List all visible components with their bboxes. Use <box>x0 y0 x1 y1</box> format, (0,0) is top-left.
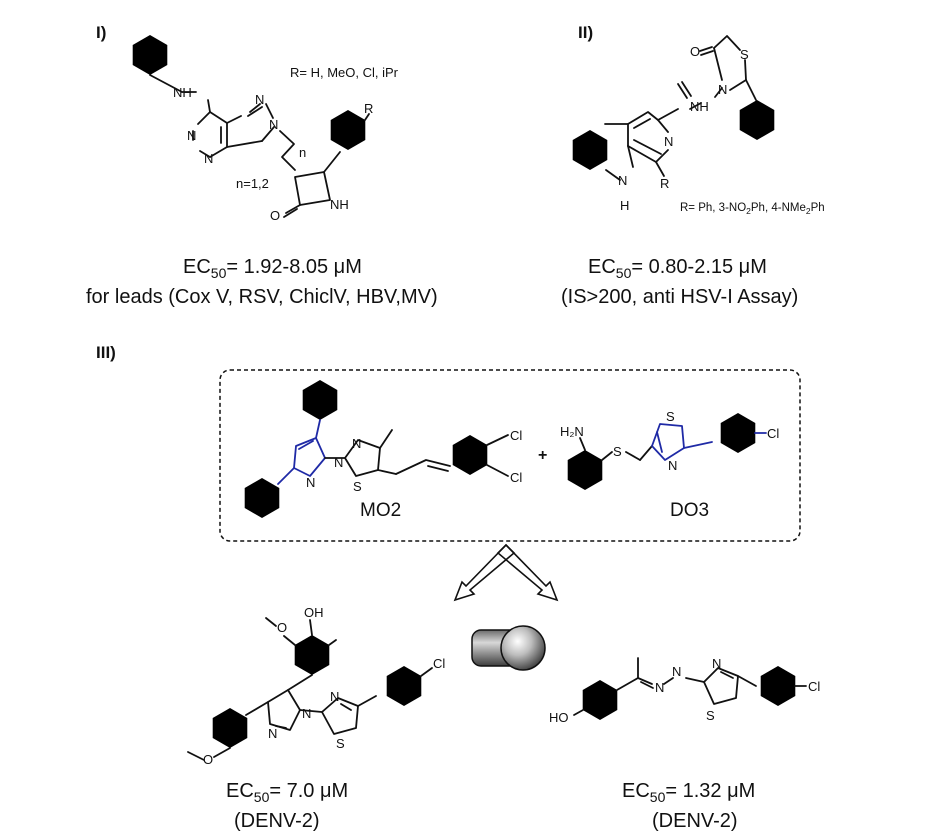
arrow-right <box>496 543 559 602</box>
atom-n: N <box>672 664 681 679</box>
left-product-ec50: EC50= 7.0 μM <box>226 780 348 805</box>
atom-n: N <box>187 128 196 143</box>
right-product-ec50: EC50= 1.32 μM <box>622 780 755 805</box>
panel1-ec50: EC50= 1.92-8.05 μM <box>183 256 362 281</box>
atom-cl: Cl <box>510 428 522 443</box>
n-value-note: n=1,2 <box>236 176 269 191</box>
do3-thiazole-chlorophenyl <box>651 413 767 461</box>
r-substituent-note-ii: R= Ph, 3-NO2Ph, 4-NMe2Ph <box>680 202 825 216</box>
do3-aminothiophenol <box>567 437 653 490</box>
atom-n: N <box>255 92 264 107</box>
pyrazoline-thiazole-product <box>187 617 433 761</box>
r-substituent-note: R= H, MeO, Cl, iPr <box>290 65 399 80</box>
atom-ho: HO <box>549 710 569 725</box>
atom-s: S <box>706 708 715 723</box>
atom-nh: NH <box>690 99 709 114</box>
atom-n: N <box>718 82 727 97</box>
right-product-target: (DENV-2) <box>652 810 738 832</box>
purine-azetidinone-structure <box>132 35 370 218</box>
atom-n: N <box>306 475 315 490</box>
atom-h2n: H₂N <box>560 424 584 439</box>
plus-sign: + <box>538 447 547 464</box>
atom-n: N <box>352 436 361 451</box>
mo2-thiazole-styryl <box>324 429 509 477</box>
panel-label-ii: II) <box>578 23 593 42</box>
atom-n: N <box>268 726 277 741</box>
atom-cl: Cl <box>808 679 820 694</box>
atom-n: N <box>302 706 311 721</box>
atom-n: N <box>664 134 673 149</box>
hydrazone-thiazole-product <box>573 657 807 720</box>
atom-n: N <box>204 151 213 166</box>
atom-n: N <box>334 455 343 470</box>
reactant-box <box>219 369 801 542</box>
atom-cl: Cl <box>510 470 522 485</box>
compound-mo2: MO2 <box>360 500 401 521</box>
atom-n: N <box>269 117 278 132</box>
compound-do3: DO3 <box>670 500 709 521</box>
atom-nh: NH <box>330 197 349 212</box>
mo2-pyrazole-core <box>244 380 338 518</box>
atom-s: S <box>613 444 622 459</box>
atom-o: O <box>690 44 700 59</box>
atom-cl: Cl <box>767 426 779 441</box>
atom-o: O <box>277 620 287 635</box>
atom-s: S <box>666 409 675 424</box>
panel2-assay: (IS>200, anti HSV-I Assay) <box>561 286 798 308</box>
atom-n: N <box>712 656 721 671</box>
diverging-arrows <box>453 543 559 602</box>
atom-n: N <box>618 173 627 188</box>
atom-h: H <box>620 198 629 213</box>
beta-carboline-thiazolidinone-structure <box>572 35 775 181</box>
ball-mill-icon <box>471 625 546 671</box>
left-product-target: (DENV-2) <box>234 810 320 832</box>
atom-o: O <box>203 752 213 767</box>
panel2-ec50: EC50= 0.80-2.15 μM <box>588 256 767 281</box>
atom-n: N <box>655 680 664 695</box>
panel1-leads: for leads (Cox V, RSV, ChiclV, HBV,MV) <box>86 286 438 308</box>
panel-label-iii: III) <box>96 343 116 362</box>
arrow-left <box>453 543 516 602</box>
panel-label-i: I) <box>96 23 106 42</box>
atom-o: O <box>270 208 280 223</box>
atom-s: S <box>336 736 345 751</box>
atom-n: N <box>330 689 339 704</box>
atom-r: R <box>364 101 373 116</box>
atom-r: R <box>660 176 669 191</box>
atom-n-subscript: n <box>299 145 306 160</box>
atom-cl: Cl <box>433 656 445 671</box>
atom-s: S <box>353 479 362 494</box>
atom-s: S <box>740 47 749 62</box>
atom-oh: OH <box>304 605 324 620</box>
atom-nh: NH <box>173 85 192 100</box>
atom-n: N <box>668 458 677 473</box>
